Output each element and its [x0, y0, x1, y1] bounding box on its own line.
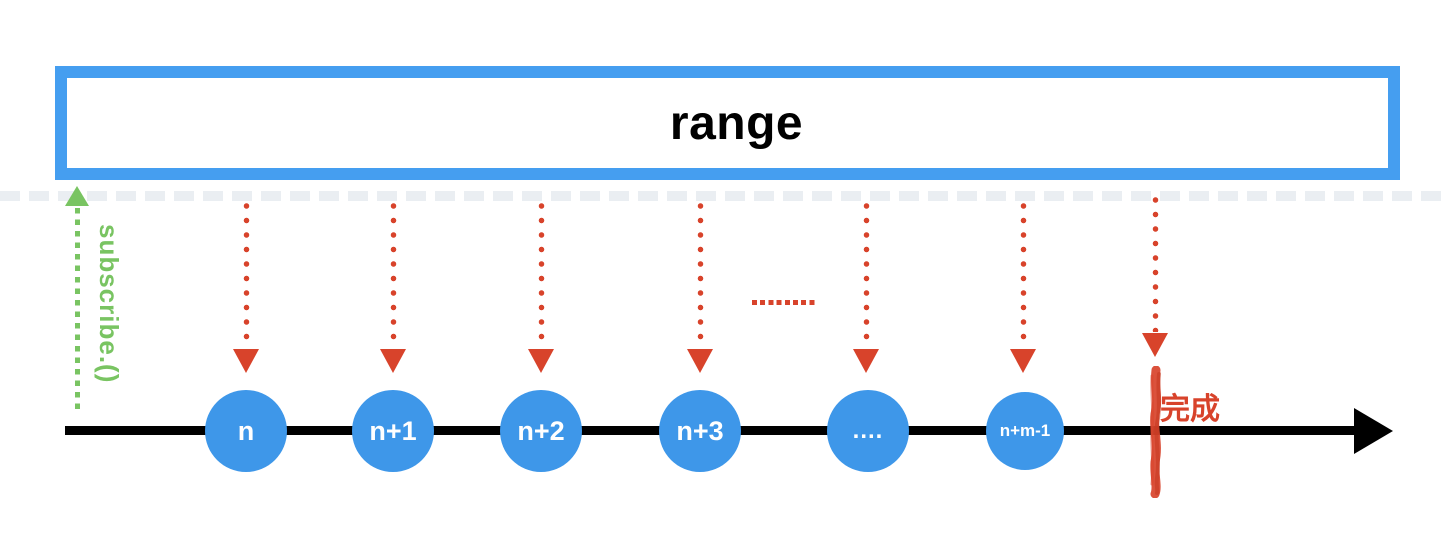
arrow-down-icon — [687, 349, 713, 373]
emission-arrow — [687, 202, 713, 373]
event-circle: n — [205, 390, 287, 472]
event-circle: n+m-1 — [986, 392, 1064, 470]
event-circle: n+2 — [500, 390, 582, 472]
emission-arrow — [528, 202, 554, 373]
range-operator-box: range — [55, 66, 1400, 180]
emission-arrow-line — [1151, 196, 1159, 332]
emission-arrow-line — [1019, 202, 1027, 348]
emission-arrow-line — [696, 202, 704, 348]
event-label: n+3 — [676, 415, 724, 446]
complete-marker-scribble — [1150, 366, 1162, 498]
arrow-down-icon — [233, 349, 259, 373]
arrow-down-icon — [380, 349, 406, 373]
watermark-band — [0, 191, 1446, 201]
subscribe-label: subscribe.() — [94, 224, 124, 384]
ellipsis-dots — [752, 300, 816, 305]
event-label: n+m-1 — [999, 421, 1051, 440]
arrow-right-icon — [1354, 408, 1393, 454]
subscribe-arrow — [65, 186, 89, 412]
emission-arrow-line — [537, 202, 545, 348]
event-label: n+1 — [369, 415, 417, 446]
emission-arrow — [853, 202, 879, 373]
event-circle: .... — [827, 390, 909, 472]
event-circle: n+1 — [352, 390, 434, 472]
event-label: n — [237, 415, 255, 446]
emission-arrow — [233, 202, 259, 373]
arrow-down-icon — [1142, 333, 1168, 357]
emission-arrow-line — [242, 202, 250, 348]
event-label: n+2 — [517, 415, 565, 446]
emission-arrow — [380, 202, 406, 373]
emission-arrow — [1142, 196, 1168, 357]
subscribe-arrow-line — [74, 208, 80, 412]
range-operator-label: range — [669, 96, 804, 150]
emission-arrow-line — [389, 202, 397, 348]
complete-label: 完成 — [1160, 393, 1220, 426]
emission-arrow — [1010, 202, 1036, 373]
event-label: .... — [852, 417, 884, 444]
arrow-down-icon — [853, 349, 879, 373]
arrow-up-icon — [65, 186, 89, 206]
emission-arrow-line — [862, 202, 870, 348]
arrow-down-icon — [528, 349, 554, 373]
event-circle: n+3 — [659, 390, 741, 472]
arrow-down-icon — [1010, 349, 1036, 373]
